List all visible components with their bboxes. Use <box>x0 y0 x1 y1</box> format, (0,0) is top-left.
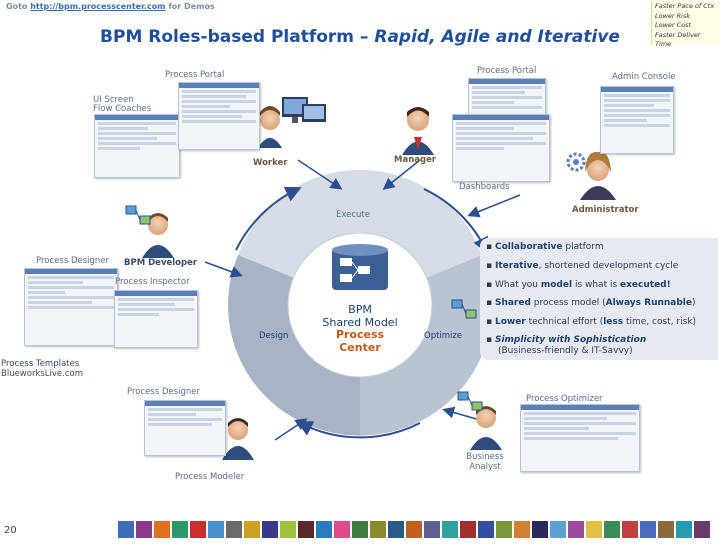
flow-icon <box>125 205 151 225</box>
worker-person-icon <box>258 106 282 148</box>
cycle-arrow <box>235 186 302 251</box>
cycle-arrow <box>296 421 421 439</box>
modeler-arrow <box>274 418 308 441</box>
flow-coaches-label: Flow Coaches <box>93 104 152 114</box>
optimizer-screenshot <box>520 404 640 472</box>
shared-model-icon <box>332 244 388 290</box>
analyst-person-icon <box>470 406 502 450</box>
dashboards-label: Dashboards <box>459 182 510 192</box>
dashboard-screenshot <box>452 114 550 182</box>
ui-screen-label: UI Screen <box>93 95 134 105</box>
portal-screenshot-left <box>178 82 260 150</box>
page-number: 20 <box>4 525 17 536</box>
manager-person-icon <box>402 107 434 155</box>
process-designer-label-bottom: Process Designer <box>127 387 201 397</box>
manager-arrow <box>382 159 421 190</box>
center-line: Shared Model <box>322 315 398 329</box>
sticky-line: Faster Pace of Ctx <box>655 2 715 10</box>
bullet-item: ▪ Simplicity with Sophistication <box>486 335 647 345</box>
sticky-line: Faster Deliver Time <box>655 30 701 49</box>
center-label: BPM Shared Model Process Center <box>310 303 410 354</box>
process-portal-label-left: Process Portal <box>165 70 225 80</box>
analyst-arrow <box>442 406 481 421</box>
bullet-item: ▪ Iterative, shortened development cycle <box>486 261 679 271</box>
developer-person-icon <box>142 213 174 258</box>
manager-label: Manager <box>394 155 437 165</box>
gears-icon <box>566 152 586 172</box>
goto-link[interactable]: http://bpm.processcenter.com <box>30 2 166 11</box>
goto-suffix: for Demos <box>168 2 215 11</box>
process-templates-label: Process Templates <box>1 359 80 369</box>
sticky-line: Lower Cost <box>655 21 692 29</box>
center-line: Process <box>335 328 385 341</box>
bullet-item: ▪ What you model is what is executed! <box>486 280 671 290</box>
bullet-subline: (Business-friendly & IT-Savvy) <box>498 346 633 356</box>
goto-note: Goto http://bpm.processcenter.com for De… <box>6 2 215 11</box>
design-label: Design <box>259 331 289 341</box>
process-portal-label-right: Process Portal <box>477 66 537 76</box>
developer-arrow <box>204 261 243 278</box>
process-designer-label-top: Process Designer <box>36 256 110 266</box>
coach-screenshot <box>94 114 180 178</box>
title-emphasis: Rapid, Agile and Iterative <box>374 27 620 47</box>
execute-label: Execute <box>336 210 370 220</box>
inner-disk <box>287 232 433 378</box>
footer-strip <box>0 519 720 540</box>
benefits-panel: ▪ Collaborative platform ▪ Iterative, sh… <box>480 238 718 360</box>
business-analyst-label: Business Analyst <box>462 452 508 472</box>
bullet-item: ▪ Shared process model (Always Runnable) <box>486 298 696 308</box>
center-line: BPM <box>348 303 372 316</box>
process-designer-screenshot <box>144 400 226 456</box>
bpm-developer-label: BPM Developer <box>124 258 198 268</box>
admin-console-label: Admin Console <box>612 72 676 82</box>
process-modeler-label: Process Modeler <box>175 472 245 482</box>
flow-icon <box>451 299 477 319</box>
goto-prefix: Goto <box>6 2 28 11</box>
admin-arrow <box>467 194 521 218</box>
modeler-person-icon <box>222 418 254 460</box>
administrator-person-icon <box>580 151 616 200</box>
process-inspector-label: Process Inspector <box>115 277 190 287</box>
bullet-item: ▪ Collaborative platform <box>486 242 604 252</box>
blueworks-label: BlueworksLive.com <box>1 369 84 379</box>
worker-label: Worker <box>253 158 288 168</box>
admin-console-screenshot <box>600 86 674 154</box>
worker-arrow <box>297 159 343 190</box>
administrator-label: Administrator <box>572 205 639 215</box>
center-line: Center <box>339 340 381 354</box>
business-analyst-line: Business <box>466 452 504 462</box>
designer-screenshot <box>24 268 118 346</box>
slide-title: BPM Roles-based Platform – Rapid, Agile … <box>0 27 720 47</box>
sticky-note: Faster Pace of Ctx Lower Risk Lower Cost… <box>651 1 720 48</box>
inspector-screenshot <box>114 290 198 348</box>
process-optimizer-label: Process Optimizer <box>526 394 603 404</box>
bullet-item: ▪ Lower technical effort (less time, cos… <box>486 317 697 327</box>
optimize-label: Optimize <box>424 331 463 341</box>
decorative-tiles <box>118 521 710 538</box>
computer-monitor-icon <box>282 97 326 123</box>
flow-icon <box>457 391 483 411</box>
sticky-line: Lower Risk <box>655 11 691 20</box>
title-main: BPM Roles-based Platform – <box>100 27 375 47</box>
business-analyst-line: Analyst <box>469 462 501 472</box>
